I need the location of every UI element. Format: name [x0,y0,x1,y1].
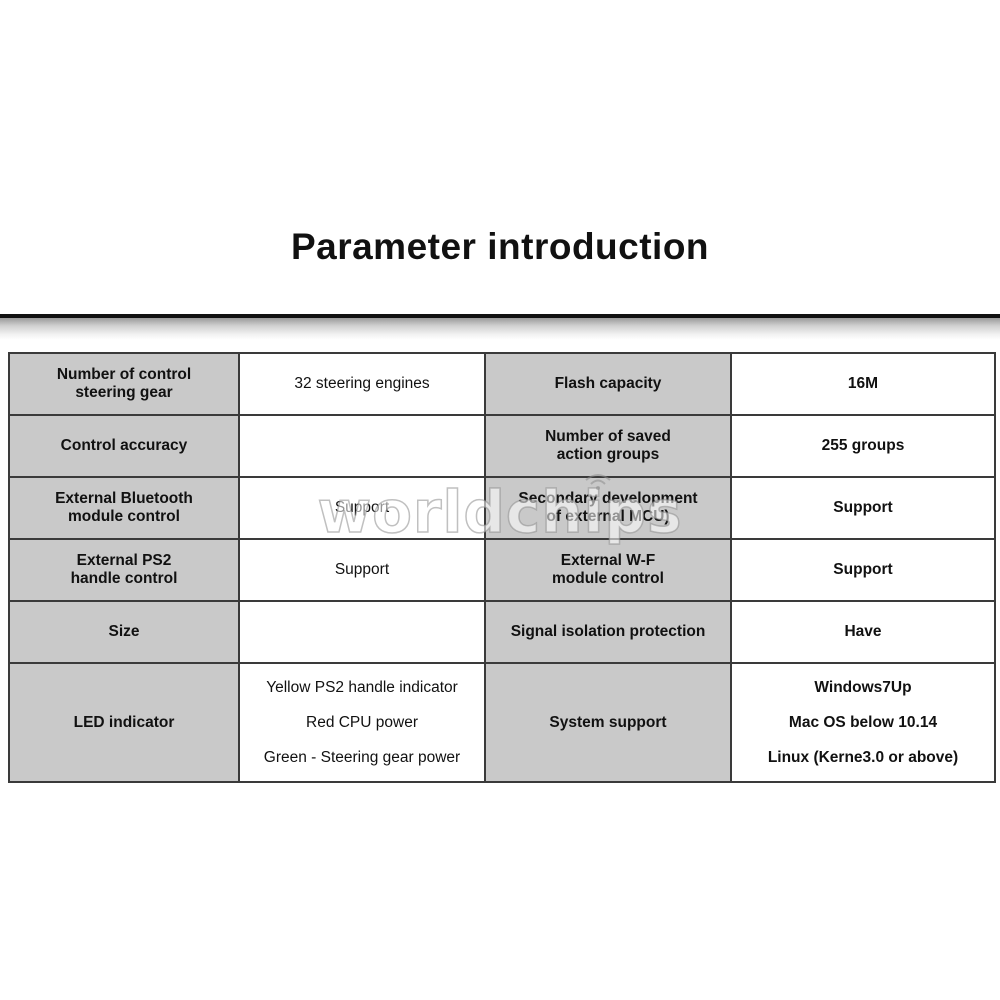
title-divider [0,314,1000,318]
param-label: Signal isolation protection [484,600,732,664]
page-title: Parameter introduction [290,226,710,267]
table-row: External PS2 handle control Support Exte… [8,538,996,602]
param-label: External W-F module control [484,538,732,602]
param-label: External PS2 handle control [8,538,240,602]
param-value: Support [238,476,486,540]
param-label: Size [8,600,240,664]
param-value: 16M [730,352,996,416]
param-label: Number of saved action groups [484,414,732,478]
parameter-table: Number of control steering gear 32 steer… [8,352,996,783]
param-value: 32 steering engines [238,352,486,416]
param-label: Flash capacity [484,352,732,416]
param-value: 255 groups [730,414,996,478]
table-row: Number of control steering gear 32 steer… [8,352,996,416]
param-label: System support [484,662,732,783]
param-label: Number of control steering gear [8,352,240,416]
table-row: LED indicator Yellow PS2 handle indicato… [8,662,996,783]
table-row: External Bluetooth module control Suppor… [8,476,996,540]
param-label: External Bluetooth module control [8,476,240,540]
param-value: Support [730,476,996,540]
param-label: LED indicator [8,662,240,783]
param-value [238,600,486,664]
param-value: Windows7Up Mac OS below 10.14 Linux (Ker… [730,662,996,783]
param-value: Yellow PS2 handle indicator Red CPU powe… [238,662,486,783]
param-value [238,414,486,478]
table-row: Size Signal isolation protection Have [8,600,996,664]
param-label: Secondary development of external MCU) [484,476,732,540]
param-value: Support [238,538,486,602]
table-row: Control accuracy Number of saved action … [8,414,996,478]
param-value: Support [730,538,996,602]
param-label: Control accuracy [8,414,240,478]
title-divider-shadow [0,318,1000,340]
param-value: Have [730,600,996,664]
